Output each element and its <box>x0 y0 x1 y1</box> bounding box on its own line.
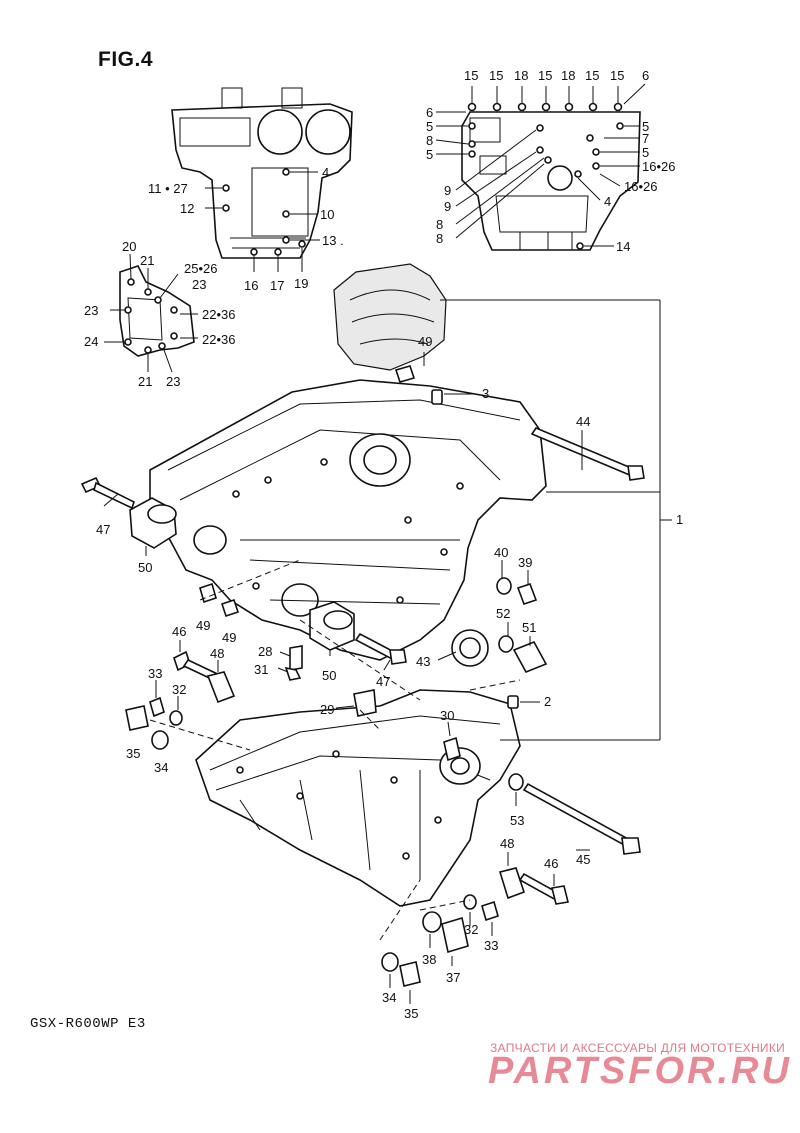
label-15b: 15 <box>489 68 503 83</box>
label-12: 12 <box>180 201 194 216</box>
label-48b: 48 <box>500 836 514 851</box>
label-47a: 47 <box>96 522 110 537</box>
label-21b: 21 <box>138 374 152 389</box>
label-23c: 23 <box>166 374 180 389</box>
lower-crankcase-bolt-view <box>435 83 646 251</box>
label-4b: 4 <box>604 194 611 209</box>
label-28: 28 <box>258 644 272 659</box>
label-52: 52 <box>496 606 510 621</box>
label-46b: 46 <box>544 856 558 871</box>
label-8a: 8 <box>426 133 433 148</box>
label-5a: 5 <box>426 119 433 134</box>
label-49c: 49 <box>222 630 236 645</box>
label-33a: 33 <box>148 666 162 681</box>
part-labels: 15 15 18 15 18 15 15 6 6 5 5 8 7 5 5 16•… <box>84 68 683 1021</box>
label-49a: 49 <box>418 334 432 349</box>
label-23a: 23 <box>192 277 206 292</box>
label-51: 51 <box>522 620 536 635</box>
label-38: 38 <box>422 952 436 967</box>
label-50a: 50 <box>138 560 152 575</box>
side-cover-bolt-view <box>104 253 198 373</box>
small-parts <box>80 365 645 987</box>
label-32b: 32 <box>464 922 478 937</box>
label-32a: 32 <box>172 682 186 697</box>
label-16: 16 <box>244 278 258 293</box>
label-31: 31 <box>254 662 268 677</box>
label-2: 2 <box>544 694 551 709</box>
label-46a: 46 <box>172 624 186 639</box>
label-22-36a: 22•36 <box>202 307 235 322</box>
label-34b: 34 <box>382 990 396 1005</box>
label-9b: 9 <box>444 199 451 214</box>
label-48a: 48 <box>210 646 224 661</box>
upper-crankcase <box>149 263 547 661</box>
label-37: 37 <box>446 970 460 985</box>
label-49b: 49 <box>196 618 210 633</box>
label-43: 43 <box>416 654 430 669</box>
label-5d: 5 <box>642 145 649 160</box>
label-22-36b: 22•36 <box>202 332 235 347</box>
label-6a: 6 <box>642 68 649 83</box>
label-18a: 18 <box>514 68 528 83</box>
label-15c: 15 <box>538 68 552 83</box>
label-15e: 15 <box>610 68 624 83</box>
lower-crankcase <box>195 689 521 907</box>
label-47b: 47 <box>376 674 390 689</box>
label-40: 40 <box>494 545 508 560</box>
label-35a: 35 <box>126 746 140 761</box>
label-39: 39 <box>518 555 532 570</box>
label-9a: 9 <box>444 183 451 198</box>
label-14: 14 <box>616 239 630 254</box>
label-21a: 21 <box>140 253 154 268</box>
label-1: 1 <box>676 512 683 527</box>
label-3: 3 <box>482 386 489 401</box>
label-16-26a: 16•26 <box>642 159 675 174</box>
watermark-tagline: ЗАПЧАСТИ И АКСЕССУАРЫ ДЛЯ МОТОТЕХНИКИ <box>490 1041 786 1055</box>
label-8c: 8 <box>436 231 443 246</box>
label-7: 7 <box>642 131 649 146</box>
label-11-27: 11 • 27 <box>148 181 188 196</box>
label-10: 10 <box>320 207 334 222</box>
label-23b: 23 <box>84 303 98 318</box>
label-15d: 15 <box>585 68 599 83</box>
label-25-26: 25•26 <box>184 261 217 276</box>
figure-title: FIG.4 <box>98 48 154 71</box>
label-53: 53 <box>510 813 524 828</box>
label-34a: 34 <box>154 760 168 775</box>
label-15a: 15 <box>464 68 478 83</box>
label-17: 17 <box>270 278 284 293</box>
label-30: 30 <box>440 708 454 723</box>
label-5b: 5 <box>642 119 649 134</box>
label-13: 13 . <box>322 233 344 248</box>
leader-lines <box>103 299 672 1004</box>
model-code: GSX-R600WP E3 <box>30 1016 146 1032</box>
label-33b: 33 <box>484 938 498 953</box>
label-16-26b: 16•26 <box>624 179 657 194</box>
label-29: 29 <box>320 702 334 717</box>
label-35b: 35 <box>404 1006 418 1021</box>
label-6b: 6 <box>426 105 433 120</box>
label-50b: 50 <box>322 668 336 683</box>
label-45: 45 <box>576 852 590 867</box>
watermark-logo: PARTSFOR.RU <box>488 1050 792 1092</box>
label-44: 44 <box>576 414 590 429</box>
label-24: 24 <box>84 334 98 349</box>
label-8b: 8 <box>436 217 443 232</box>
label-5c: 5 <box>426 147 433 162</box>
upper-crankcase-bolt-view <box>171 87 353 272</box>
label-19: 19 <box>294 276 308 291</box>
label-4a: 4 <box>322 165 329 180</box>
label-20: 20 <box>122 239 136 254</box>
label-18b: 18 <box>561 68 575 83</box>
